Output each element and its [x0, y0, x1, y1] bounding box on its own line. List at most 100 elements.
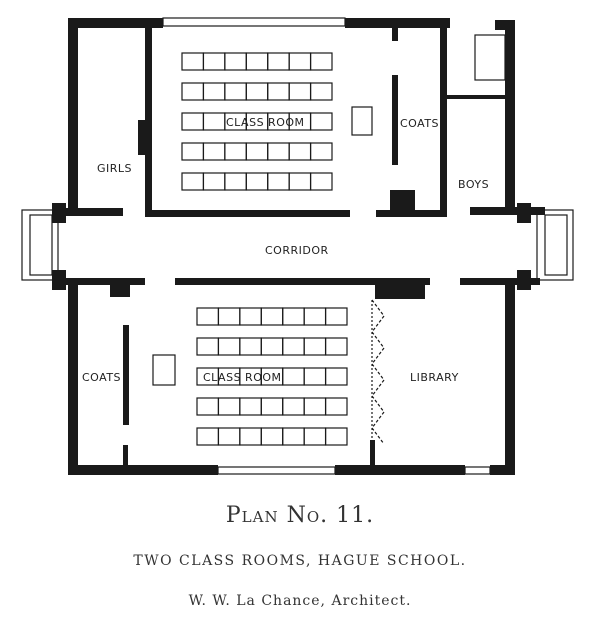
chimney [390, 190, 415, 212]
wall [460, 278, 540, 285]
lower-coats-label: COATS [82, 371, 121, 384]
desk [245, 82, 269, 101]
plan-title: Plan No. 11. [225, 503, 375, 528]
desk [267, 82, 290, 101]
desk [224, 82, 247, 101]
desk [288, 52, 312, 71]
desk [303, 337, 327, 356]
plan-subtitle: TWO CLASS ROOMS, HAGUE SCHOOL. [133, 553, 467, 569]
desk [324, 367, 348, 386]
lower-desks [196, 307, 348, 446]
desk [267, 142, 290, 161]
desk [282, 397, 305, 416]
desk [303, 397, 327, 416]
desk [239, 427, 262, 446]
folding-partition [371, 299, 385, 445]
desk [217, 307, 241, 326]
desk [217, 397, 241, 416]
desk [324, 307, 348, 326]
wall [55, 208, 123, 216]
desk [239, 397, 262, 416]
desk [309, 142, 333, 161]
desk [267, 172, 290, 191]
desk [245, 172, 269, 191]
desk [282, 307, 305, 326]
wall [145, 22, 152, 217]
desk [288, 172, 312, 191]
coats-partition [392, 75, 398, 165]
wall [376, 210, 446, 217]
upper-classroom-label: CLASS ROOM [226, 116, 305, 129]
teacher-desk-upper [351, 106, 373, 136]
desk [309, 172, 333, 191]
desk [309, 52, 333, 71]
wall [68, 465, 218, 475]
desk [181, 172, 205, 191]
window [464, 466, 491, 475]
desk [324, 337, 348, 356]
wall [447, 95, 507, 99]
pier [517, 203, 531, 223]
left-porch [21, 209, 59, 281]
desk [224, 172, 247, 191]
desk [288, 82, 312, 101]
desk [202, 112, 226, 131]
desk [181, 52, 205, 71]
wall [335, 465, 465, 475]
desk [288, 142, 312, 161]
desk [303, 427, 327, 446]
partition [123, 445, 128, 467]
desk [202, 52, 226, 71]
right-porch-step [544, 214, 568, 276]
desk [239, 307, 262, 326]
boys-label: BOYS [458, 178, 489, 191]
window [217, 466, 336, 475]
window [162, 17, 346, 27]
desk [303, 367, 327, 386]
walls [52, 18, 545, 475]
library-label: LIBRARY [410, 371, 459, 384]
desk [196, 427, 220, 446]
floor-plan: CLASS ROOM COATS GIRLS BOYS CORRIDOR COA… [21, 17, 574, 475]
desk [196, 337, 220, 356]
wall [68, 18, 163, 28]
desk [202, 142, 226, 161]
wall-left-lower [68, 280, 78, 475]
wall [490, 465, 515, 475]
desk [324, 397, 348, 416]
upper-coats-label: COATS [400, 117, 439, 130]
desk [224, 142, 247, 161]
desk [196, 397, 220, 416]
desk [260, 307, 284, 326]
desk [196, 307, 220, 326]
teacher-desk-lower [152, 354, 176, 386]
wall-right-lower [505, 280, 515, 475]
wall-left-upper [68, 18, 78, 213]
desk [181, 142, 205, 161]
coats-partition [123, 325, 129, 425]
corridor-label: CORRIDOR [265, 244, 329, 257]
desk [202, 82, 226, 101]
desk [245, 142, 269, 161]
desk [282, 427, 305, 446]
girls-label: GIRLS [97, 162, 132, 175]
chimney [138, 120, 150, 155]
desk [324, 427, 348, 446]
desk [309, 112, 333, 131]
desk [217, 427, 241, 446]
desk [245, 52, 269, 71]
wall [175, 278, 430, 285]
wall [55, 278, 145, 285]
outlines [21, 17, 574, 475]
wall [440, 22, 447, 217]
wall [470, 207, 545, 215]
desk [202, 172, 226, 191]
wall [145, 210, 350, 217]
desk [260, 337, 284, 356]
pier [52, 203, 66, 223]
desk [239, 337, 262, 356]
lower-classroom-label: CLASS ROOM [203, 371, 282, 384]
desk [267, 52, 290, 71]
desk [224, 52, 247, 71]
upper-desks [181, 52, 333, 191]
